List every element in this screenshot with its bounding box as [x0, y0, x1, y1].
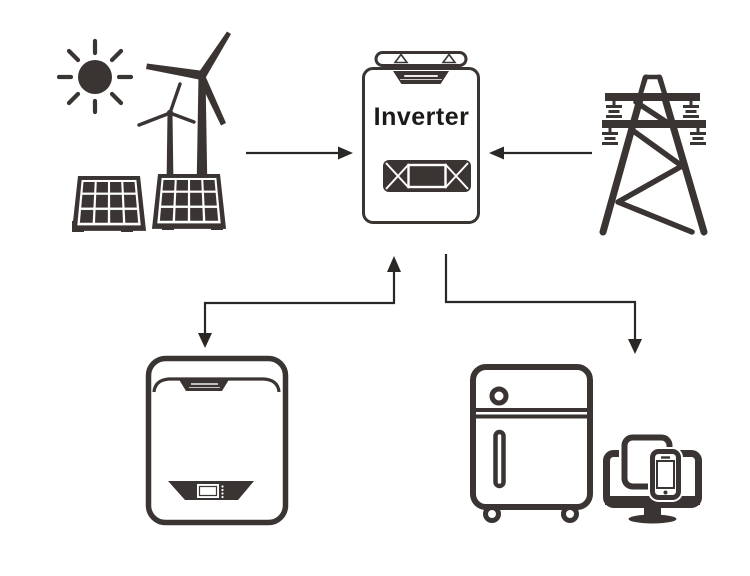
- brand-script: [404, 74, 438, 77]
- fridge-knob: [489, 386, 509, 406]
- arrow-battery-branch: [198, 256, 401, 348]
- insulator-icons: [602, 101, 706, 145]
- transmission-tower-icon: [599, 74, 708, 236]
- devices-group-icon: [603, 432, 702, 524]
- arrow-grid-to-inverter: [489, 146, 592, 160]
- fridge-handle: [493, 429, 506, 489]
- brand-tagline: [400, 78, 442, 81]
- inverter-brand-label: [393, 71, 449, 84]
- solar-panel-icon: [71, 176, 147, 231]
- inverter-label: Inverter: [373, 103, 470, 131]
- inverter-display-panel: [383, 160, 471, 192]
- battery-display-screen: [168, 481, 254, 500]
- battery-brand-label: [179, 379, 229, 391]
- solar-panel-icon: [151, 174, 227, 229]
- arrow-inverter-to-loads: [444, 254, 642, 354]
- smartphone-icon: [648, 447, 683, 502]
- refrigerator-icon: [470, 364, 593, 523]
- inverter-mounting-bracket: [374, 51, 468, 67]
- battery-storage-icon: [145, 355, 289, 526]
- sun-icon: [56, 38, 134, 115]
- inverter-box: [362, 67, 480, 224]
- arrow-renewables-to-inverter: [246, 146, 353, 160]
